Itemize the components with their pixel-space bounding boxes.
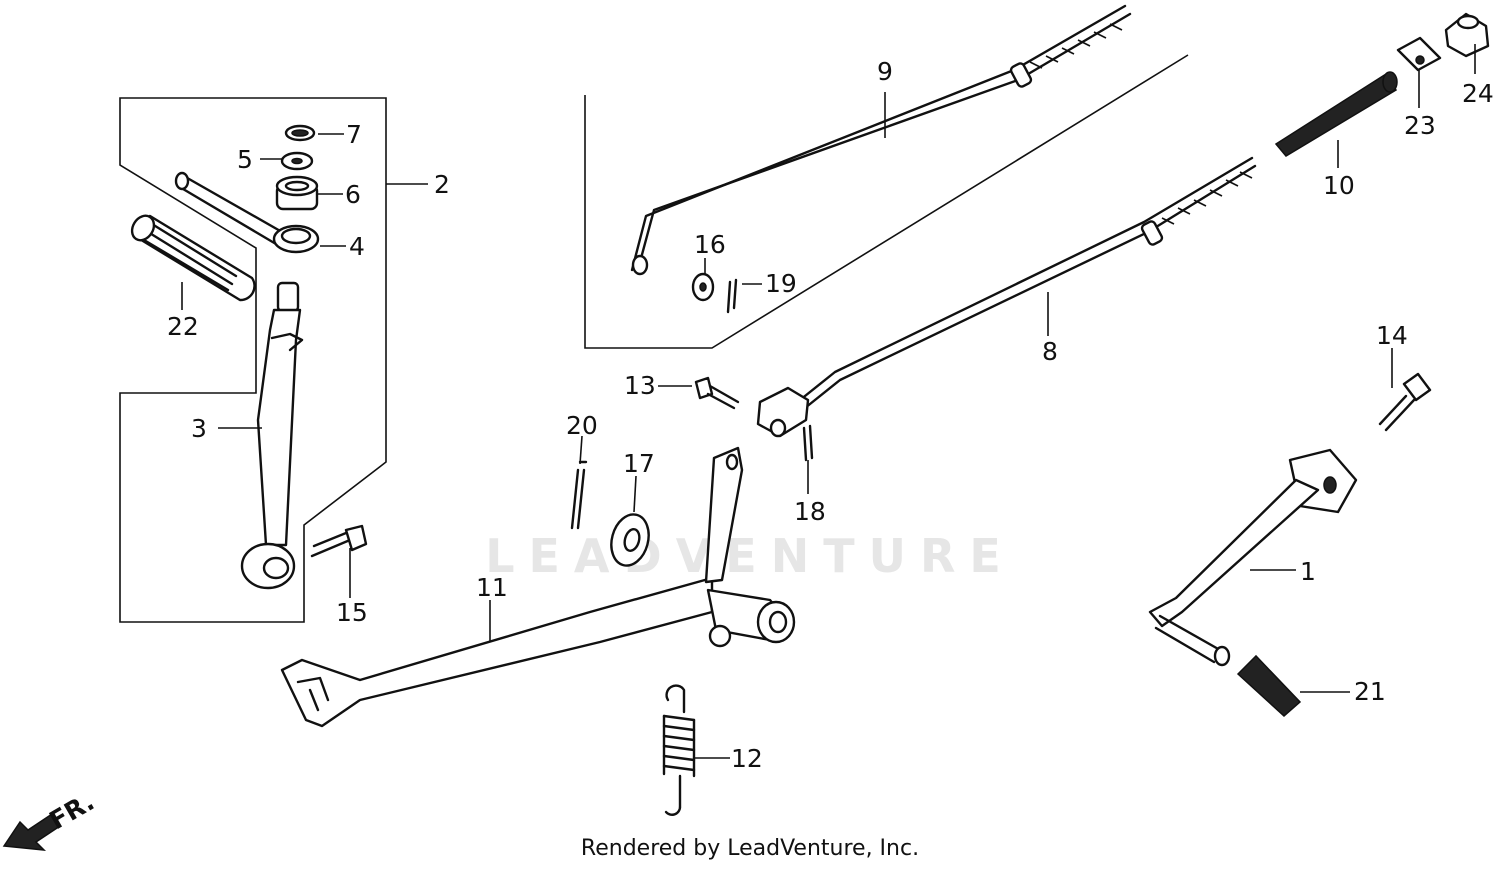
callout-2: 2 (434, 170, 450, 199)
callout-1: 1 (1300, 557, 1316, 586)
part-3-arm[interactable] (240, 281, 304, 590)
callout-14: 14 (1376, 321, 1408, 350)
part-17-washer[interactable] (606, 510, 654, 570)
callout-19: 19 (765, 269, 797, 298)
leader-lines (181, 44, 1476, 759)
part-9-rod[interactable] (630, 4, 1132, 276)
part-10-rubber[interactable] (1274, 71, 1398, 157)
part-4-footpeg-collar[interactable] (174, 171, 320, 254)
callout-22: 22 (167, 312, 199, 341)
callout-7: 7 (346, 120, 362, 149)
callout-4: 4 (349, 232, 365, 261)
callout-17: 17 (623, 449, 655, 478)
part-13-bolt[interactable] (694, 376, 740, 410)
front-direction-arrow: FR. (2, 787, 99, 851)
callout-6: 6 (345, 180, 361, 209)
callout-12: 12 (731, 744, 763, 773)
callout-11: 11 (476, 573, 508, 602)
part-1-shift-lever[interactable] (1148, 448, 1358, 667)
callout-13: 13 (624, 371, 656, 400)
callout-labels: 1 2 3 4 5 6 7 8 9 10 11 12 13 14 15 16 1… (167, 57, 1494, 773)
callout-9: 9 (877, 57, 893, 86)
part-20-cotter-pin[interactable] (570, 460, 588, 530)
callout-24: 24 (1462, 79, 1494, 108)
part-11-brake-pedal[interactable] (280, 446, 796, 728)
part-19-cotter-pin[interactable] (726, 278, 738, 314)
part-7-clip[interactable] (284, 124, 316, 142)
part-24-cap-nut[interactable] (1444, 12, 1490, 58)
callout-5: 5 (237, 145, 253, 174)
assembly-2-boundary (119, 97, 387, 623)
footer-credit: Rendered by LeadVenture, Inc. (580, 836, 920, 861)
part-23-collar[interactable] (1396, 36, 1442, 72)
watermark: LEADVENTURE (485, 529, 1015, 583)
callout-18: 18 (794, 497, 826, 526)
part-15-bolt[interactable] (310, 524, 368, 558)
part-22-footpeg-rubber[interactable] (128, 212, 256, 302)
callout-15: 15 (336, 598, 368, 627)
part-21-rubber[interactable] (1236, 654, 1302, 718)
assembly-9-boundary (584, 54, 1189, 349)
part-16-washer[interactable] (691, 272, 715, 302)
callout-10: 10 (1323, 171, 1355, 200)
part-12-spring[interactable] (662, 684, 696, 816)
part-5-washer[interactable] (280, 151, 314, 171)
part-18-pin[interactable] (802, 424, 814, 462)
callout-3: 3 (191, 414, 207, 443)
callout-20: 20 (566, 411, 598, 440)
part-6-bearing[interactable] (275, 175, 319, 211)
callout-21: 21 (1354, 677, 1386, 706)
part-8-rod[interactable] (756, 156, 1257, 438)
callout-8: 8 (1042, 337, 1058, 366)
callout-16: 16 (694, 230, 726, 259)
callout-23: 23 (1404, 111, 1436, 140)
part-14-bolt[interactable] (1378, 372, 1432, 432)
